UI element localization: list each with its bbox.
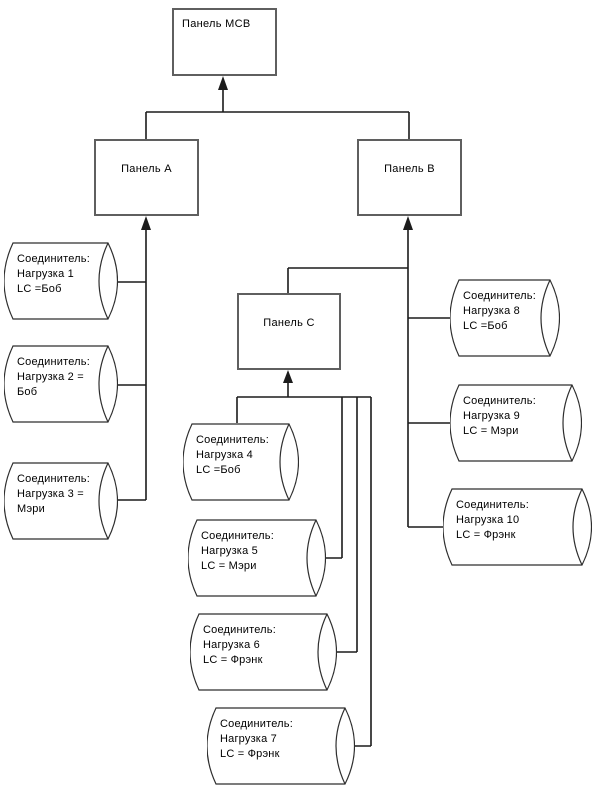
panel-c-box: Панель C <box>237 293 341 370</box>
wire-right-trunk <box>287 230 450 528</box>
arrowhead-into-mcb <box>218 76 228 90</box>
connector-shape-2: Соединитель:Нагрузка 2 =Боб <box>4 345 118 423</box>
arrowhead-into-c <box>283 370 293 383</box>
panel-mcb-box: Панель MCB <box>172 8 277 76</box>
connector-2-text: Соединитель:Нагрузка 2 =Боб <box>17 356 90 398</box>
panel-a-box: Панель A <box>94 139 199 216</box>
arrowhead-into-b <box>403 216 413 230</box>
arrowhead-into-a <box>141 216 151 230</box>
panel-c-label: Панель C <box>263 317 315 329</box>
connector-shape-3: Соединитель:Нагрузка 3 =Мэри <box>4 462 118 540</box>
wire-left-trunk <box>117 230 147 501</box>
panel-b-box: Панель B <box>357 139 462 216</box>
connector-3-text: Соединитель:Нагрузка 3 =Мэри <box>17 473 90 515</box>
wire-mid-bus <box>236 383 372 747</box>
panel-a-label: Панель A <box>121 163 172 175</box>
wire-top-bus <box>145 90 410 139</box>
panel-mcb-label: Панель MCB <box>182 18 251 30</box>
panel-b-label: Панель B <box>384 163 435 175</box>
